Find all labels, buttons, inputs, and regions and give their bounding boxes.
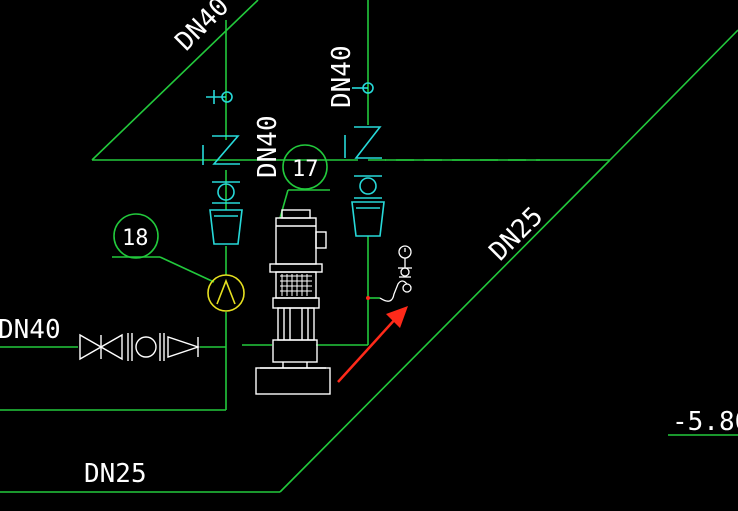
vertical-pump-17[interactable] <box>255 209 331 395</box>
left-riser-fittings <box>202 90 243 245</box>
gate-valve-icon <box>79 333 123 361</box>
flexible-joint-icon <box>135 336 157 358</box>
diagonal-pipe-right <box>609 29 738 161</box>
left-union-icon <box>217 183 235 201</box>
pump-fan-cover <box>281 209 311 219</box>
right-union-icon <box>359 177 377 195</box>
pipe-network <box>0 0 738 493</box>
gauge-tag-leader <box>159 256 215 283</box>
left-check-valve-icon <box>212 135 240 165</box>
label-dn40-inlet: DN40 <box>0 315 61 345</box>
pump-base <box>255 367 331 395</box>
right-riser-fittings <box>344 82 385 237</box>
right-flex-joint-icon <box>351 201 385 237</box>
label-dn40-left-riser: DN40 <box>253 115 283 178</box>
diagonal-pipe-top <box>91 0 259 161</box>
pump-coupling <box>272 297 320 309</box>
tag-gauge-18: 18 <box>122 226 149 251</box>
gauge-tap-point <box>366 296 370 300</box>
gauge-tag-circle <box>113 213 159 259</box>
label-dn25-bottom: DN25 <box>84 459 147 489</box>
annotation-arrow <box>337 306 408 383</box>
left-valve-handwheel-icon <box>221 91 233 103</box>
pump-tag-circle <box>282 144 328 190</box>
pump-tag-leader <box>279 189 289 219</box>
right-valve-handwheel-icon <box>362 82 374 94</box>
tag-pump-17: 17 <box>292 157 319 182</box>
pump-lower-flange <box>269 263 323 273</box>
label-dn25-diagonal: DN25 <box>484 201 549 266</box>
check-valve-icon <box>167 336 201 358</box>
inlet-valve-assembly[interactable] <box>79 333 201 361</box>
pump-motor <box>275 217 317 265</box>
right-check-valve-icon <box>354 126 382 159</box>
label-dn40-right-riser: DN40 <box>327 45 357 108</box>
pump-foot <box>272 339 318 363</box>
pressure-gauge-branch[interactable] <box>379 245 412 302</box>
pump-terminal-box <box>315 231 327 249</box>
diagonal-pipe-dn25 <box>279 159 611 493</box>
left-flex-joint-icon <box>209 209 243 245</box>
label-elevation: -5.80 <box>672 407 738 437</box>
gauge-18-symbol[interactable] <box>207 274 245 312</box>
